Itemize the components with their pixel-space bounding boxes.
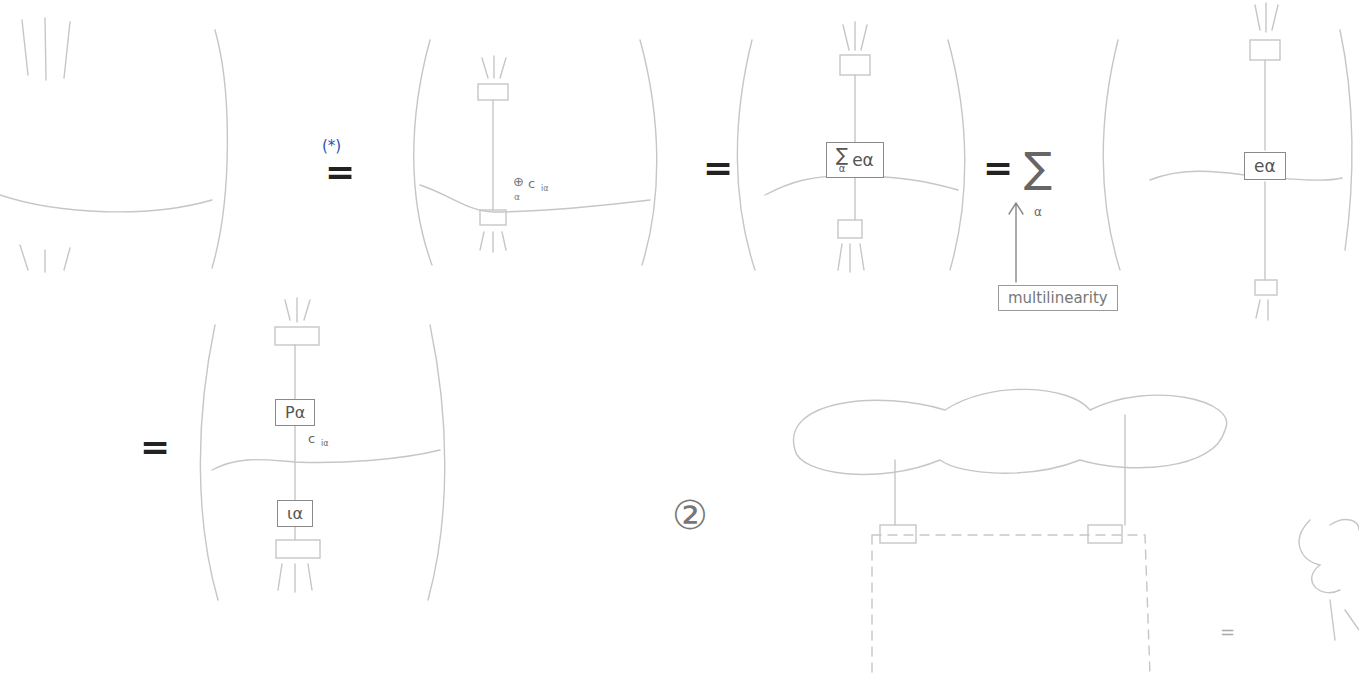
equals-sign: =: [140, 429, 170, 465]
node-text: Pα: [285, 403, 305, 422]
index-label: iα: [541, 185, 549, 193]
annotation-mark: (*): [322, 139, 341, 154]
equals-sign: =: [1220, 623, 1235, 641]
node-text: ια: [287, 504, 303, 523]
coefficient-label: c: [528, 177, 535, 190]
inclusion-box: ια: [277, 500, 313, 527]
node-text: eα: [852, 150, 874, 170]
sum-stack: ∑α: [836, 146, 848, 174]
sum-projector-box: ∑αeα: [826, 142, 884, 178]
index-label: iα: [321, 440, 329, 448]
node-text: eα: [1254, 156, 1276, 176]
sum-symbol: ∑: [1024, 147, 1052, 189]
equals-sign: =: [703, 150, 733, 186]
callout-box: multilinearity: [998, 285, 1118, 311]
index-label: α: [514, 193, 520, 202]
projection-box: Pα: [275, 399, 315, 426]
index-label: α: [1034, 206, 1042, 218]
direct-sum-symbol: ⊕: [513, 175, 524, 188]
node-text: multilinearity: [1008, 289, 1108, 307]
equals-sign: =: [983, 150, 1013, 186]
equals-sign: =: [325, 154, 355, 190]
sum-symbol: ∑: [836, 146, 848, 164]
step-number: ②: [672, 495, 708, 535]
projector-box: eα: [1244, 152, 1286, 180]
coefficient-label: c: [308, 432, 315, 445]
index-label: α: [839, 164, 846, 174]
